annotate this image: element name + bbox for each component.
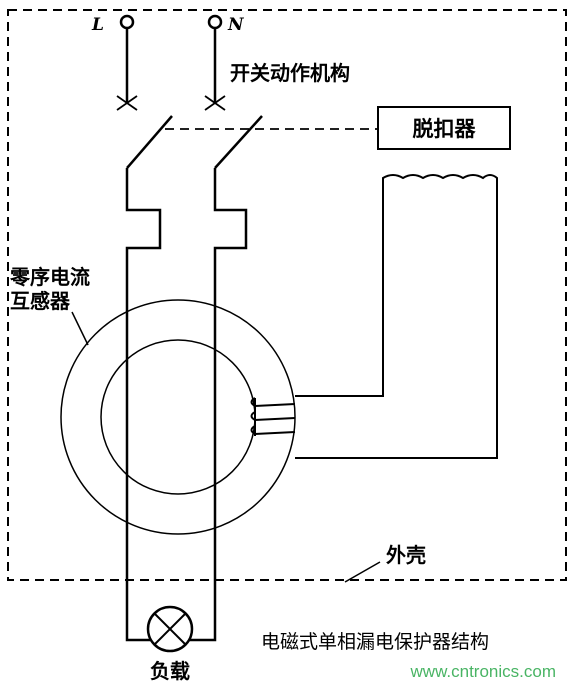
housing-label: 外壳 — [386, 543, 426, 567]
contact-mark-l — [116, 95, 138, 111]
ct-label-leader — [71, 311, 89, 346]
terminal-n-label: N — [227, 15, 245, 35]
terminal-l-label: L — [91, 15, 104, 35]
ct-label-line2: 互感器 — [10, 289, 71, 313]
wire-n-body — [178, 168, 248, 642]
ct-label-line1: 零序电流 — [9, 265, 90, 289]
housing-outline — [7, 9, 567, 581]
switch-blade-l — [126, 115, 173, 169]
ct-ring-outer — [60, 299, 296, 535]
contact-mark-n — [204, 95, 226, 111]
watermark: www.cntronics.com — [410, 662, 556, 681]
diagram-caption: 电磁式单相漏电保护器结构 — [261, 631, 489, 653]
ct-ring-inner — [100, 339, 256, 495]
ct-secondary-coil — [250, 397, 296, 436]
trip-device-box — [377, 106, 511, 150]
load-label: 负载 — [150, 659, 190, 683]
switch-mechanism-label: 开关动作机构 — [230, 61, 350, 85]
housing-label-leader — [344, 561, 381, 583]
wire-l-body — [125, 168, 162, 642]
terminal-n-circle — [207, 14, 223, 30]
terminal-l-circle — [119, 14, 135, 30]
trip-device-label: 脱扣器 — [413, 117, 477, 141]
secondary-lead — [295, 174, 498, 459]
load-lamp-icon — [146, 605, 194, 653]
switch-blade-n — [214, 115, 263, 169]
